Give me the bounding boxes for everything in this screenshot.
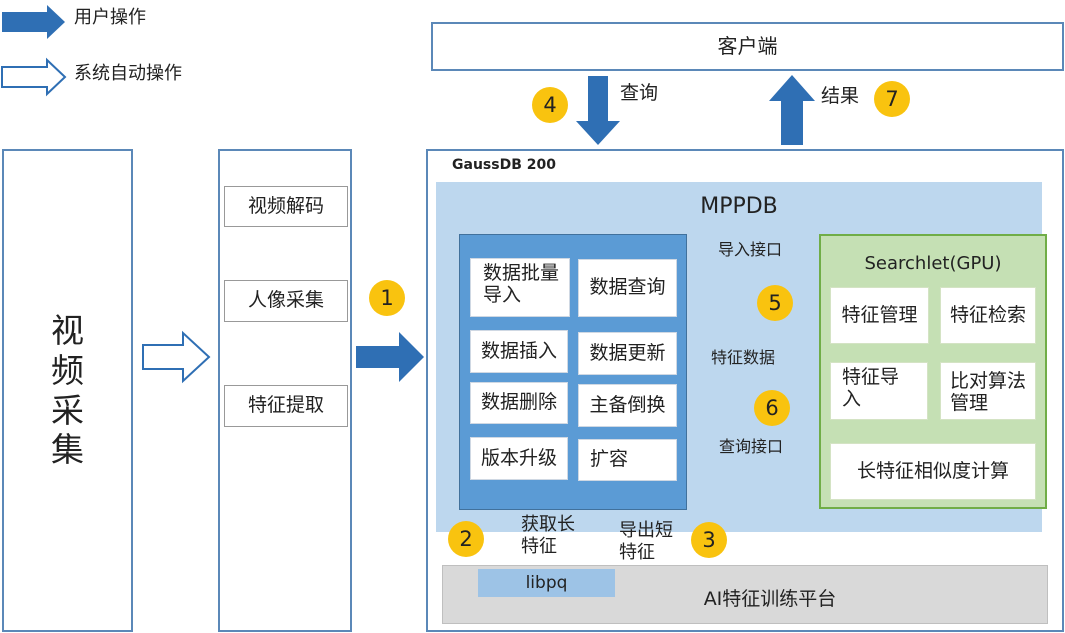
- pipeline-step-capture-label: 人像采集: [247, 289, 324, 312]
- import-api-label: 导入接口: [718, 240, 783, 259]
- mppdb-title: MPPDB: [700, 193, 778, 219]
- searchlet-feature-mgmt-label: 特征管理: [841, 303, 918, 326]
- searchlet-feature-import: 特征导 入: [830, 362, 928, 420]
- badge-3: 3: [691, 522, 727, 558]
- searchlet-compare-algo-mgmt: 比对算法 管理: [940, 362, 1036, 420]
- client-box: 客户端: [431, 22, 1064, 71]
- client-label: 客户端: [717, 34, 778, 58]
- pipeline-step-extract: 特征提取: [224, 385, 348, 427]
- libpq-box: libpq: [478, 569, 615, 597]
- gaussdb-title: GaussDB 200: [452, 157, 556, 173]
- op-upgrade-label: 版本升级: [480, 446, 557, 469]
- searchlet-long-feature-similarity: 长特征相似度计算: [830, 443, 1036, 500]
- op-scale-out-label: 扩容: [590, 448, 629, 471]
- pipeline-step-decode: 视频解码: [224, 186, 348, 227]
- op-query-label: 数据查询: [589, 276, 666, 299]
- op-update: 数据更新: [578, 332, 677, 375]
- op-query: 数据查询: [578, 259, 677, 317]
- op-insert: 数据插入: [470, 330, 568, 373]
- legend-user-op-label: 用户操作: [74, 7, 146, 28]
- badge-7: 7: [874, 81, 910, 117]
- badge-2: 2: [448, 521, 484, 557]
- op-bulk-import: 数据批量 导入: [470, 258, 570, 317]
- searchlet-feature-mgmt: 特征管理: [830, 287, 929, 344]
- searchlet-long-feature-similarity-label: 长特征相似度计算: [856, 459, 1009, 482]
- op-failover-label: 主备倒换: [589, 393, 666, 416]
- badge-6: 6: [754, 390, 790, 426]
- pipeline-step-decode-label: 视频解码: [247, 194, 324, 217]
- feature-data-label: 特征数据: [711, 348, 776, 367]
- query-label: 查询: [620, 82, 659, 104]
- op-update-label: 数据更新: [589, 341, 666, 364]
- legend-solid-arrow-icon: [2, 5, 65, 39]
- capture-to-pipeline-arrow-icon: [142, 330, 211, 384]
- export-short-feature-label: 导出短 特征: [619, 520, 673, 563]
- searchlet-title: Searchlet(GPU): [864, 252, 1002, 274]
- get-long-feature-label: 获取长 特征: [521, 514, 575, 557]
- badge-5: 5: [757, 285, 793, 321]
- legend-auto-op-label: 系统自动操作: [74, 63, 182, 84]
- pipeline-to-gaussdb-arrow-icon: [356, 332, 424, 382]
- op-upgrade: 版本升级: [470, 437, 568, 480]
- result-up-arrow-icon: [769, 75, 815, 145]
- query-api-label: 查询接口: [719, 437, 784, 456]
- badge-4: 4: [532, 87, 568, 123]
- video-capture-label: 视 频 采 集: [51, 311, 84, 470]
- libpq-label: libpq: [525, 573, 568, 593]
- op-failover: 主备倒换: [578, 384, 677, 427]
- result-label: 结果: [821, 85, 860, 107]
- badge-1: 1: [369, 280, 405, 316]
- video-capture-box: 视 频 采 集: [2, 149, 133, 632]
- pipeline-step-extract-label: 特征提取: [247, 394, 324, 417]
- op-insert-label: 数据插入: [480, 339, 557, 362]
- ai-platform-label: AI特征训练平台: [703, 587, 837, 610]
- pipeline-step-capture: 人像采集: [224, 280, 348, 322]
- searchlet-feature-search-label: 特征检索: [949, 303, 1026, 326]
- searchlet-feature-search: 特征检索: [940, 287, 1036, 344]
- legend-hollow-arrow-icon: [1, 57, 67, 97]
- query-down-arrow-icon: [576, 76, 620, 145]
- op-delete-label: 数据删除: [480, 391, 557, 414]
- op-scale-out: 扩容: [578, 439, 677, 481]
- op-delete: 数据删除: [470, 382, 568, 424]
